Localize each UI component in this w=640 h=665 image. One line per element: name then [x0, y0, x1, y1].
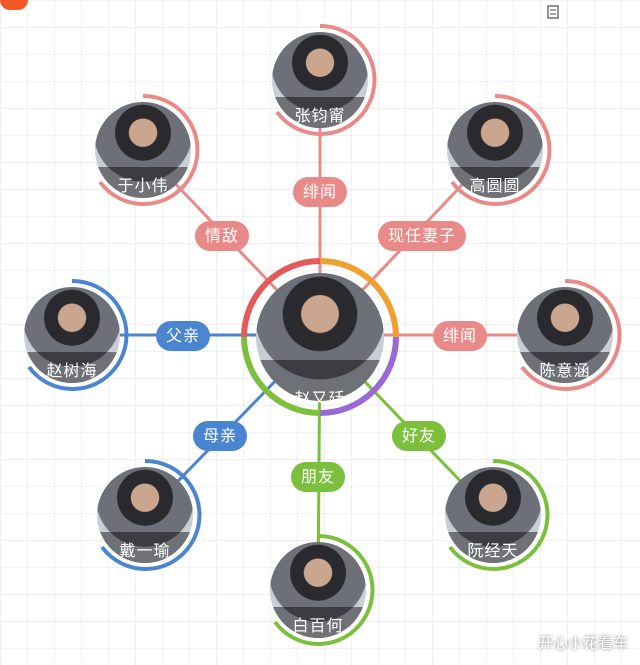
node-dai: 戴一瑜 [87, 457, 203, 573]
relation-zhao: 父亲 [155, 321, 211, 351]
ring-gao [450, 93, 552, 206]
name-yu: 于小伟 [117, 176, 169, 195]
relation-yu: 情敌 [194, 221, 250, 251]
name-zhao: 赵树海 [46, 361, 98, 380]
photo-chen [517, 287, 613, 383]
ring-chen [520, 278, 622, 391]
relation-chen: 绯闻 [432, 321, 488, 351]
watermark: 开心小花看车 [537, 634, 628, 652]
name-chen: 陈意涵 [539, 361, 591, 380]
relation-ruan: 好友 [391, 421, 447, 451]
ring-zhang [275, 23, 377, 136]
name-bai: 白百何 [292, 616, 344, 635]
name-gao: 高圆圆 [469, 176, 521, 195]
node-zhao: 赵树海 [14, 277, 130, 393]
node-ruan: 阮经天 [435, 457, 551, 573]
name-dai: 戴一瑜 [119, 541, 171, 560]
ring-bai [273, 533, 375, 646]
node-zhang: 张钧甯 [262, 22, 378, 138]
relation-dai: 母亲 [192, 421, 248, 451]
photo-zhang [272, 32, 368, 128]
photo-ruan [445, 467, 541, 563]
photo-zhao [24, 287, 120, 383]
center-ring [241, 258, 399, 416]
name-ruan: 阮经天 [467, 541, 519, 560]
center-name: 赵又廷 [294, 389, 346, 408]
node-yu: 于小伟 [85, 92, 201, 208]
center-photo [256, 273, 384, 401]
node-chen: 陈意涵 [507, 277, 623, 393]
ring-zhao [27, 278, 129, 391]
corner-decoration [0, 0, 28, 10]
relation-gao: 现任妻子 [377, 221, 467, 251]
name-zhang: 张钧甯 [294, 106, 346, 125]
ring-ruan [448, 458, 550, 571]
node-bai: 白百何 [260, 532, 376, 648]
relation-bai: 朋友 [290, 462, 346, 492]
ring-yu [98, 93, 200, 206]
node-gao: 高圆圆 [437, 92, 553, 208]
unknown-glyph-icon [547, 5, 559, 19]
center-node: 赵又廷 [236, 253, 404, 421]
ring-dai [100, 458, 202, 571]
relation-zhang: 绯闻 [292, 177, 348, 207]
